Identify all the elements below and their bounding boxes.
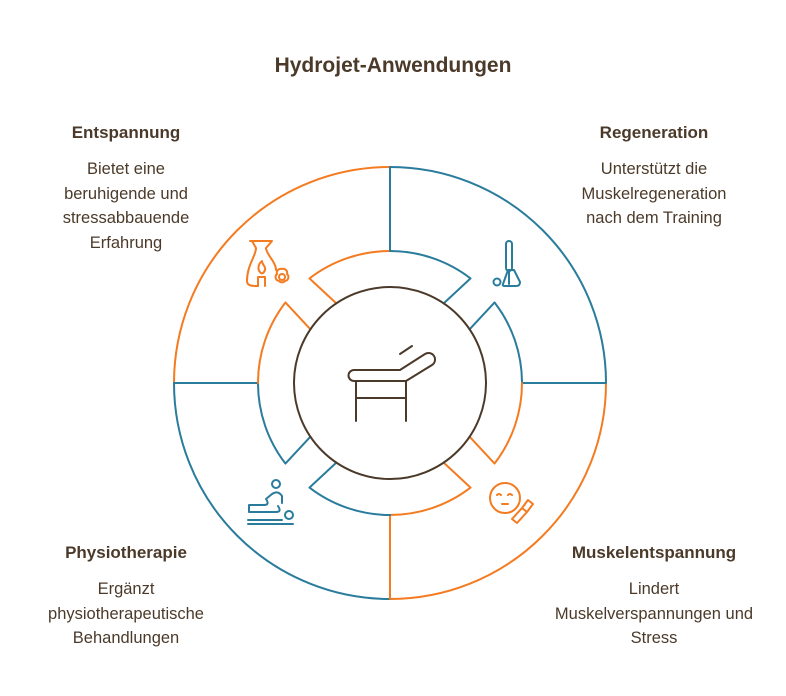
massage-table-icon <box>347 345 437 422</box>
label-title: Physiotherapie <box>65 543 187 562</box>
label-regeneration: Regeneration Unterstützt die Muskelregen… <box>534 123 774 231</box>
face-brush-icon <box>489 482 534 524</box>
massage-tools-icon <box>492 240 521 287</box>
label-physiotherapie: Physiotherapie Ergänzt physiotherapeutis… <box>6 543 246 651</box>
aroma-lamp-flower-icon <box>246 240 290 287</box>
ring-segment <box>389 461 472 516</box>
label-title: Entspannung <box>71 123 181 142</box>
outer-arc <box>173 166 391 384</box>
ring-segment <box>257 301 312 384</box>
label-text: Ergänzt physiotherapeutische Behandlunge… <box>48 580 204 647</box>
massage-person-icon <box>247 479 294 525</box>
rings <box>173 166 607 600</box>
ring-segment <box>308 461 391 516</box>
ring-segment <box>389 250 472 305</box>
label-text: Lindert Muskelverspannungen und Stress <box>554 580 754 647</box>
label-text: Unterstützt die Muskelregeneration nach … <box>581 160 727 227</box>
outer-arc <box>173 382 391 600</box>
outer-arc <box>389 166 607 384</box>
ring-segment <box>308 250 391 305</box>
label-text: Bietet eine beruhigende und stressabbaue… <box>62 160 190 252</box>
label-title: Regeneration <box>599 123 709 142</box>
diagram-title: Hydrojet-Anwendungen <box>274 54 512 77</box>
ring-segment <box>468 301 523 384</box>
label-muskelentspannung: Muskelentspannung Lindert Muskelverspann… <box>534 543 774 651</box>
label-title: Muskelentspannung <box>571 543 737 562</box>
label-entspannung: Entspannung Bietet eine beruhigende und … <box>6 123 246 255</box>
outer-arc <box>389 382 607 600</box>
ring-segment <box>257 382 312 465</box>
center-circle <box>293 286 487 480</box>
ring-segment <box>468 382 523 465</box>
